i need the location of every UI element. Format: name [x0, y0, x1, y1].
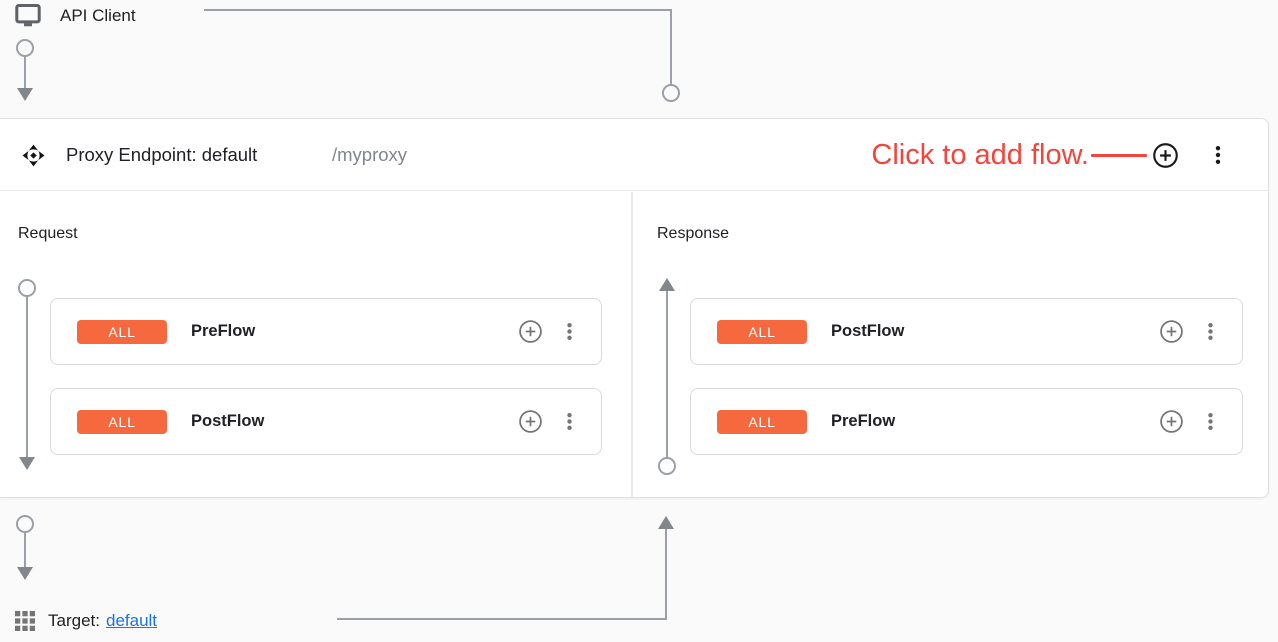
kebab-menu-icon	[1199, 410, 1222, 433]
flow-card-actions	[518, 409, 581, 434]
condition-badge: ALL	[77, 319, 167, 344]
api-client-label: API Client	[60, 6, 136, 25]
request-rail-line	[26, 297, 28, 457]
kebab-menu-icon	[1206, 143, 1230, 167]
add-flow-annotation: Click to add flow.	[871, 138, 1089, 171]
endpoint-menu-button[interactable]	[1206, 143, 1230, 167]
dpad-arrows-icon	[22, 144, 45, 172]
proxy-endpoint-basepath: /myproxy	[332, 144, 408, 165]
flow-menu-button[interactable]	[1199, 320, 1222, 343]
target-row: Target: default	[15, 608, 157, 634]
add-policy-button[interactable]	[518, 319, 543, 344]
client-connector-vline	[670, 9, 672, 85]
add-flow-button[interactable]	[1152, 142, 1179, 169]
kebab-menu-icon	[558, 320, 581, 343]
condition-badge: ALL	[717, 409, 807, 434]
flow-card-response-postflow[interactable]: ALL PostFlow	[690, 298, 1243, 365]
client-connector-hline	[204, 9, 672, 11]
proxy-to-target-node	[16, 515, 34, 533]
proxy-endpoint-panel: Proxy Endpoint: default /myproxy Click t…	[0, 118, 1269, 498]
target-return-arrow	[658, 516, 674, 529]
request-entry-node	[16, 39, 34, 57]
kebab-menu-icon	[1199, 320, 1222, 343]
api-client-row: API Client	[13, 2, 136, 30]
plus-circle-icon	[518, 409, 543, 434]
plus-circle-icon	[518, 319, 543, 344]
request-rail-arrow	[19, 457, 35, 470]
target-return-hline	[337, 618, 667, 620]
target-label: Target:	[48, 611, 100, 630]
request-response-divider	[631, 192, 633, 497]
flow-name: PreFlow	[191, 322, 256, 340]
add-policy-button[interactable]	[1159, 319, 1184, 344]
flow-name: PostFlow	[191, 412, 265, 430]
flow-card-actions	[1159, 409, 1222, 434]
target-endpoint-link[interactable]: default	[105, 611, 158, 630]
condition-badge: ALL	[717, 319, 807, 344]
add-policy-button[interactable]	[1159, 409, 1184, 434]
flow-menu-button[interactable]	[558, 410, 581, 433]
flow-card-request-postflow[interactable]: ALL PostFlow	[50, 388, 602, 455]
target-return-vline	[665, 529, 667, 620]
response-section-label: Response	[657, 225, 730, 242]
request-entry-arrow	[17, 88, 33, 101]
monitor-icon	[13, 2, 43, 30]
flow-name: PostFlow	[831, 322, 905, 340]
flow-name: PreFlow	[831, 412, 896, 430]
plus-circle-icon	[1159, 319, 1184, 344]
add-policy-button[interactable]	[518, 409, 543, 434]
proxy-endpoint-header: Proxy Endpoint: default /myproxy Click t…	[0, 119, 1268, 191]
header-actions: Click to add flow.	[871, 119, 1230, 191]
request-section-label: Request	[18, 225, 78, 242]
plus-circle-icon	[1152, 142, 1179, 169]
request-rail-node	[18, 279, 36, 297]
proxy-to-target-line	[24, 533, 26, 567]
flow-menu-button[interactable]	[558, 320, 581, 343]
proxy-to-target-arrow	[17, 567, 33, 580]
client-connector-node	[662, 84, 680, 102]
flow-card-actions	[1159, 319, 1222, 344]
response-rail-arrow	[659, 278, 675, 291]
request-entry-line	[24, 57, 26, 88]
proxy-endpoint-title: Proxy Endpoint: default	[66, 144, 258, 165]
annotation-pointer-line	[1091, 153, 1147, 157]
plus-circle-icon	[1159, 409, 1184, 434]
flow-card-response-preflow[interactable]: ALL PreFlow	[690, 388, 1243, 455]
flow-card-actions	[518, 319, 581, 344]
condition-badge: ALL	[77, 409, 167, 434]
response-rail-line	[666, 291, 668, 457]
response-rail-node	[658, 457, 676, 475]
flow-card-request-preflow[interactable]: ALL PreFlow	[50, 298, 602, 365]
kebab-menu-icon	[558, 410, 581, 433]
grid-icon	[15, 611, 35, 631]
flow-menu-button[interactable]	[1199, 410, 1222, 433]
